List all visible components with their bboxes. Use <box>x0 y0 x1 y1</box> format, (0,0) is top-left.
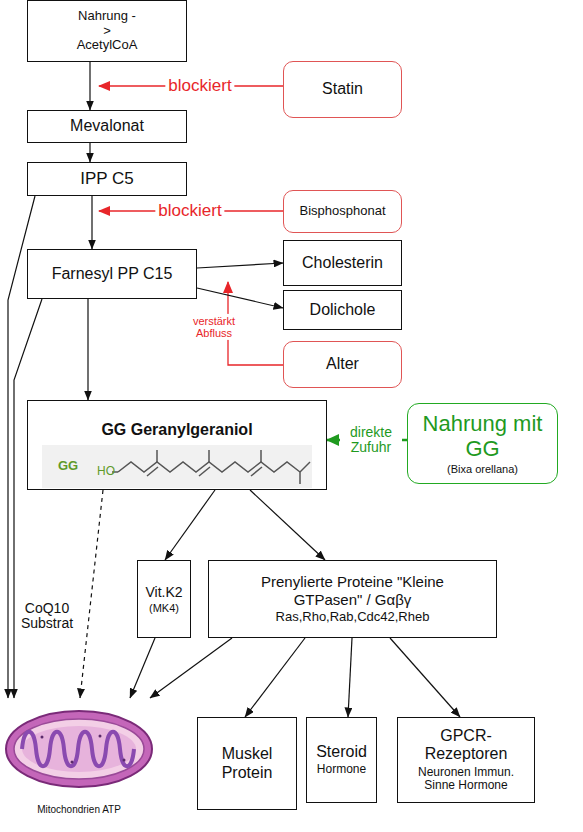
node-title: GG Geranylgeraniol <box>101 421 252 439</box>
molecule-band <box>42 445 312 488</box>
node-subtext: Neuronen Immun. Sinne Hormone <box>409 766 524 794</box>
node-title: Muskel Protein <box>210 745 285 782</box>
node-title: IPP C5 <box>80 169 134 189</box>
process-box: Farnesyl PP C15 <box>27 249 197 299</box>
flow-arrow <box>348 638 352 717</box>
node-title: Vit.K2 <box>145 584 182 600</box>
source-box: Nahrung -> AcetylCoA <box>27 0 187 62</box>
node-title: Statin <box>322 80 363 98</box>
target-box: Muskel Protein <box>197 717 297 810</box>
process-box: Mevalonat <box>27 110 187 143</box>
product-box: Prenylierte Proteine "Kleine GTPasen" / … <box>208 560 497 638</box>
product-box: Vit.K2 (MK4) <box>137 560 191 638</box>
flow-arrow <box>91 196 92 249</box>
node-subtext: Ras,Rho,Rab,Cdc42,Rheb <box>276 610 430 625</box>
supply-box: Nahrung mit GG(Bixa orellana) <box>407 403 558 484</box>
node-subtext: Hormone <box>317 763 366 777</box>
mitochondrion-figure: Mitochondrien ATP <box>0 698 158 818</box>
node-title: Nahrung mit GG <box>415 411 550 462</box>
node-title: Mevalonat <box>70 117 144 135</box>
inhibitor-box: Bisphosphonat <box>283 190 402 233</box>
flow-arrow <box>89 62 90 110</box>
effect-label: verstärkt Abfluss <box>184 314 244 340</box>
flow-arrow <box>80 490 103 698</box>
inhibitor-box: Statin <box>283 61 402 118</box>
flow-arrow <box>130 638 155 698</box>
molecule-tag: GG <box>58 459 78 473</box>
inhibit-label: blockiert <box>155 201 224 222</box>
flow-arrow <box>245 638 305 717</box>
node-title: Cholesterin <box>302 254 383 272</box>
product-box: Cholesterin <box>283 240 402 286</box>
factor-box: Alter <box>283 341 402 388</box>
inhibit-label: blockiert <box>165 76 234 97</box>
flow-arrow <box>87 299 88 400</box>
node-title: Steroid <box>316 743 367 761</box>
node-subtext: (Bixa orellana) <box>447 463 518 476</box>
node-title: Bisphosphonat <box>299 204 385 219</box>
node-title: Dolichole <box>310 301 376 319</box>
node-title: Nahrung -> AcetylCoA <box>75 9 139 54</box>
flow-arrow <box>165 490 215 560</box>
process-box: IPP C5 <box>27 162 187 196</box>
flow-arrow <box>390 638 460 717</box>
node-title: Alter <box>326 355 359 373</box>
atom-label: HO <box>97 465 115 478</box>
node-subtext: (MK4) <box>149 602 179 615</box>
central-box: GG Geranylgeraniol <box>27 400 327 490</box>
flow-arrow <box>197 263 283 268</box>
edge-label: direkte Zufuhr <box>340 424 402 457</box>
flow-arrow <box>150 638 232 698</box>
flow-arrow <box>250 490 325 560</box>
product-box: Dolichole <box>283 290 402 330</box>
node-title: Farnesyl PP C15 <box>52 265 173 283</box>
target-box: SteroidHormone <box>306 717 377 803</box>
node-title: Mitochondrien ATP <box>37 804 121 816</box>
side-bonds <box>147 450 310 484</box>
node-title: GPCR-Rezeptoren <box>419 727 514 764</box>
flow-arrow <box>197 288 283 308</box>
flow-arrow <box>14 299 42 698</box>
pathway-note: CoQ10 Substrat <box>16 601 78 632</box>
node-title: Prenylierte Proteine "Kleine GTPasen" / … <box>258 573 448 608</box>
flow-arrow <box>89 143 90 162</box>
target-box: GPCR-RezeptorenNeuronen Immun. Sinne Hor… <box>397 717 535 803</box>
